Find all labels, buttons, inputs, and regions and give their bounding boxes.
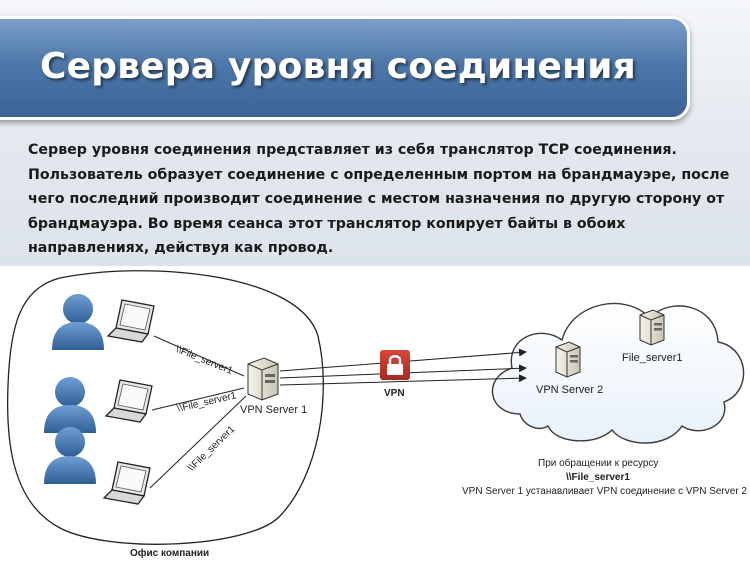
file-server-label: File_server1 <box>622 352 683 364</box>
office-boundary <box>6 270 324 545</box>
link-line <box>149 395 247 489</box>
user-icon <box>44 427 96 484</box>
slide-body-text: Сервер уровня соединения представляет из… <box>28 138 730 261</box>
body-line-4: брандмауэра. Во время сеанса этот трансл… <box>28 215 626 232</box>
diagram-graphics <box>6 270 745 545</box>
link-line <box>153 335 245 377</box>
lock-icon <box>380 350 410 380</box>
laptop-icon <box>104 379 153 423</box>
body-line-3: чего последний производит соединение с м… <box>28 191 725 208</box>
vpn-label: VPN <box>384 388 405 399</box>
link-line <box>151 387 245 411</box>
user-icon <box>52 294 104 350</box>
cloud-icon <box>491 302 745 444</box>
slide-title: Сервера уровня соединения <box>40 46 636 87</box>
laptop-icon <box>106 299 155 343</box>
body-line-1: Сервер уровня соединения представляет из… <box>28 142 677 158</box>
vpn-server-1-label: VPN Server 1 <box>240 404 308 416</box>
user-icon <box>44 377 96 433</box>
laptop-icon <box>102 461 151 505</box>
server-icon <box>247 357 279 401</box>
note-line-3: VPN Server 1 устанавливает VPN соединени… <box>462 486 747 497</box>
office-label: Офис компании <box>130 548 210 559</box>
title-banner <box>0 16 690 120</box>
body-line-5: направлениях, действуя как провод. <box>28 240 334 257</box>
server-icon <box>555 341 581 378</box>
server-icon <box>639 309 665 346</box>
body-line-2: Пользователь образует соединение с опред… <box>28 166 730 183</box>
note-line-1: При обращении к ресурсу <box>538 458 659 469</box>
vpn-diagram: \\File_server1 \\File_server1 \\File_ser… <box>0 266 750 561</box>
note-line-2: \\File_server1 <box>566 472 630 483</box>
tunnel-line <box>279 374 527 386</box>
vpn-server-2-label: VPN Server 2 <box>536 384 604 396</box>
